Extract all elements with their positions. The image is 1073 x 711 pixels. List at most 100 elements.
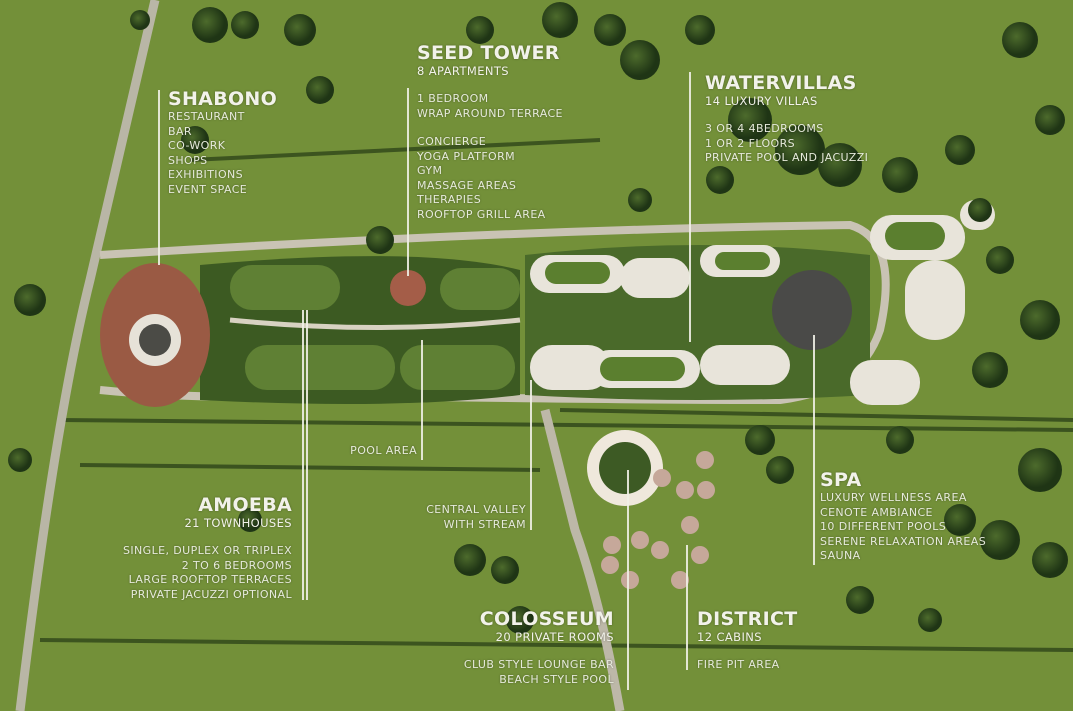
seed-tower-label: SEED TOWER 8 APARTMENTS 1 BEDROOM WRAP A… [417, 42, 563, 222]
spa-label: SPA LUXURY WELLNESS AREA CENOTE AMBIANCE… [820, 469, 986, 564]
central-valley-line: CENTRAL VALLEY [426, 503, 526, 516]
watervillas-item: PRIVATE POOL AND JACUZZI [705, 151, 869, 164]
colosseum-subtitle: 20 PRIVATE ROOMS [495, 630, 614, 644]
tree-canopy [306, 76, 334, 104]
tree-canopy [728, 98, 772, 142]
shabono-item: EXHIBITIONS [168, 168, 244, 181]
seed-tower-item: THERAPIES [417, 193, 482, 206]
amoeba-subtitle: 21 TOWNHOUSES [184, 516, 292, 530]
seed-tower-subtitle: 8 APARTMENTS [417, 64, 509, 78]
tree-canopy [980, 520, 1020, 560]
tree-canopy [1002, 22, 1038, 58]
tree-canopy [192, 7, 228, 43]
watervillas-subtitle: 14 LUXURY VILLAS [705, 94, 818, 108]
pool-area-text: POOL AREA [350, 444, 417, 457]
pool-area-label: POOL AREA [350, 444, 417, 459]
central-valley-label: CENTRAL VALLEY WITH STREAM [426, 503, 526, 532]
spa-building [772, 270, 852, 350]
shabono-item: SHOPS [168, 153, 208, 167]
tree-canopy [882, 157, 918, 193]
tree-canopy [918, 608, 942, 632]
amoeba-item: SINGLE, DUPLEX OR TRIPLEX [123, 544, 292, 557]
seed-tower-title: SEED TOWER [417, 42, 560, 64]
tree-canopy [1032, 542, 1068, 578]
spa-item: SAUNA [820, 549, 861, 562]
seed-tower-item: CONCIERGE [417, 135, 487, 148]
amoeba-title: AMOEBA [198, 494, 292, 516]
villa-gardens [545, 222, 945, 381]
shabono-items: RESTAURANT BAR CO-WORK SHOPS EXHIBITIONS… [168, 110, 277, 197]
seed-tower-item: WRAP AROUND TERRACE [417, 106, 563, 120]
spa-item: 10 DIFFERENT POOLS [820, 520, 947, 533]
tree-canopy [620, 40, 660, 80]
seed-tower-item: YOGA PLATFORM [417, 149, 516, 163]
main-road [15, 0, 160, 711]
leader-line-pool-area [421, 340, 423, 460]
tree-canopy [968, 198, 992, 222]
district-subtitle: 12 CABINS [697, 630, 762, 644]
tree-canopy [14, 284, 46, 316]
tree-canopy [986, 246, 1014, 274]
seed-tower-item: 1 BEDROOM [417, 92, 489, 105]
amoeba-item: 2 TO 6 BEDROOMS [181, 558, 292, 572]
district-title: DISTRICT [697, 608, 798, 630]
leader-line-shabono [158, 90, 160, 265]
leader-line-seed-tower [407, 88, 409, 276]
tree-canopy [846, 586, 874, 614]
leader-line-spa [813, 335, 815, 565]
tree-canopy [506, 606, 534, 634]
seed-tower-item: ROOFTOP GRILL AREA [417, 207, 546, 221]
tree-canopy [706, 166, 734, 194]
trees [8, 2, 1068, 634]
colosseum-item: CLUB STYLE LOUNGE BAR [463, 658, 614, 671]
tree-canopy [231, 11, 259, 39]
valley-path [540, 408, 625, 711]
tree-canopy [284, 14, 316, 46]
colosseum-label: COLOSSEUM 20 PRIVATE ROOMS CLUB STYLE LO… [464, 608, 614, 687]
shabono-item: CO-WORK [168, 139, 226, 152]
leader-line-central-valley [530, 380, 532, 530]
shabono-item: EVENT SPACE [168, 182, 248, 196]
shabono-item: BAR [168, 124, 192, 138]
spa-item: CENOTE AMBIANCE [820, 505, 933, 519]
leader-line-amoeba [302, 310, 304, 600]
leader-line-watervillas [689, 72, 691, 342]
tree-canopy [366, 226, 394, 254]
tree-canopy [1020, 300, 1060, 340]
tree-canopy [944, 504, 976, 536]
spa-item: LUXURY WELLNESS AREA [820, 491, 967, 504]
watervillas-label: WATERVILLAS 14 LUXURY VILLAS 3 OR 4 4BED… [705, 72, 868, 166]
leader-line-amoeba-2 [306, 310, 308, 600]
tree-canopy [685, 15, 715, 45]
tree-canopy [238, 508, 262, 532]
leader-line-colosseum [627, 470, 629, 690]
tree-canopy [945, 135, 975, 165]
amoeba-item: LARGE ROOFTOP TERRACES [128, 573, 292, 586]
spa-title: SPA [820, 469, 862, 491]
tree-canopy [886, 426, 914, 454]
amoeba-label: AMOEBA 21 TOWNHOUSES SINGLE, DUPLEX OR T… [123, 494, 292, 602]
tree-canopy [466, 16, 494, 44]
shabono-item: RESTAURANT [168, 110, 245, 123]
district-label: DISTRICT 12 CABINS FIRE PIT AREA [697, 608, 798, 673]
tree-canopy [1035, 105, 1065, 135]
tree-canopy [8, 448, 32, 472]
leader-line-district [686, 545, 688, 670]
tree-canopy [181, 126, 209, 154]
seed-tower-building [390, 270, 426, 306]
tree-canopy [745, 425, 775, 455]
watervillas-title: WATERVILLAS [705, 72, 857, 94]
tree-canopy [594, 14, 626, 46]
tree-canopy [454, 544, 486, 576]
colosseum-title: COLOSSEUM [479, 608, 614, 630]
tree-canopy [491, 556, 519, 584]
watervillas-item: 3 OR 4 4BEDROOMS [705, 122, 824, 135]
tree-canopy [766, 456, 794, 484]
district-cabins [601, 451, 715, 589]
tree-canopy [818, 143, 862, 187]
tree-canopy [775, 125, 825, 175]
watervillas-item: 1 OR 2 FLOORS [705, 136, 795, 150]
tree-canopy [972, 352, 1008, 388]
spa-item: SERENE RELAXATION AREAS [820, 534, 987, 548]
